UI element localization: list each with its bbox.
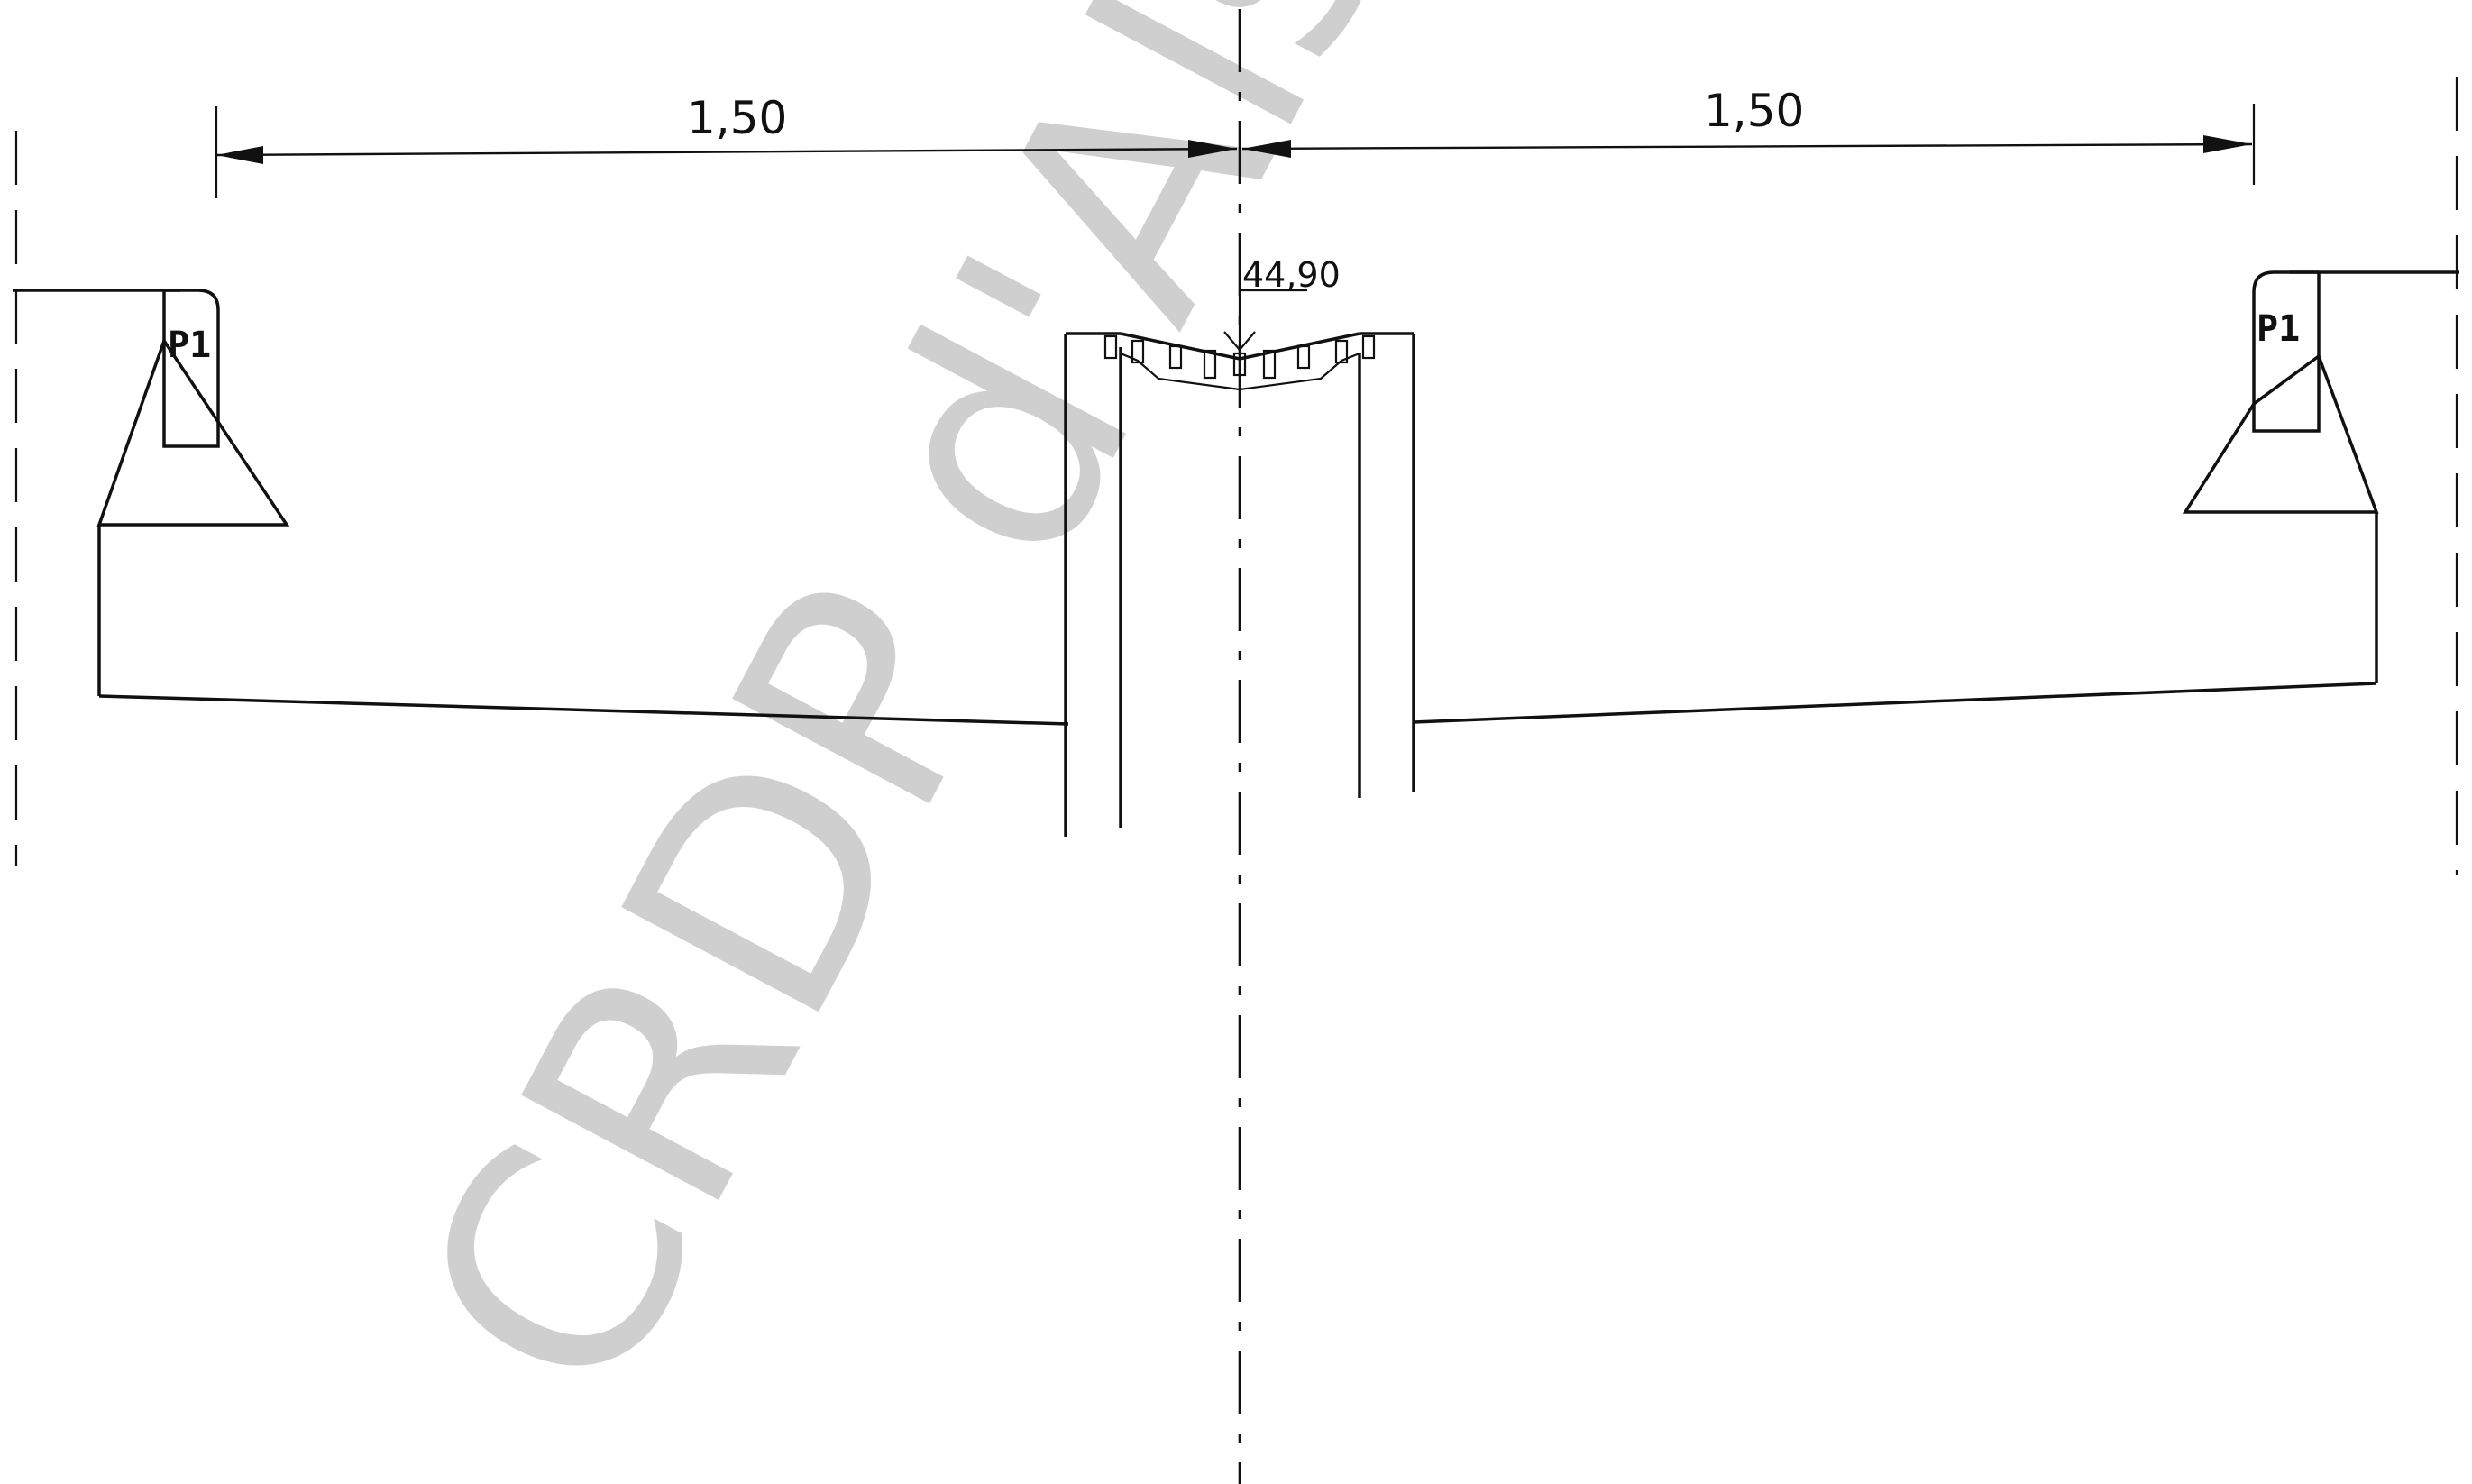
right-deck-line (1413, 682, 2377, 724)
level-marker: 44,90 (1223, 255, 1341, 352)
level-label: 44,90 (1242, 255, 1341, 295)
central-pier (1064, 332, 1415, 837)
dimension-left: 1,50 (215, 92, 1238, 198)
dimension-left-label: 1,50 (687, 92, 787, 144)
right-post-label: P1 (2257, 308, 2300, 350)
watermark: CRDP d'Alsace (353, 0, 1713, 1450)
left-post-assembly: P1 (13, 289, 290, 696)
dimension-right: 1,50 (1241, 85, 2256, 185)
left-post-label: P1 (168, 325, 211, 366)
left-deck-line (98, 694, 1069, 726)
dimension-right-label: 1,50 (1704, 85, 1804, 137)
right-post-assembly: P1 (2182, 270, 2459, 683)
